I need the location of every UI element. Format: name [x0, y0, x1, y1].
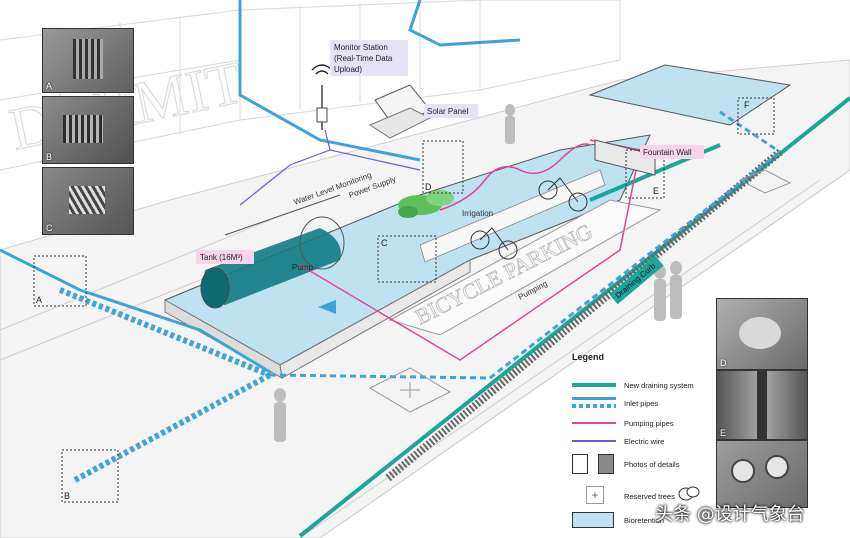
inlet-arrow: [318, 300, 336, 314]
reserved-tree-squares: [368, 169, 792, 413]
marker-label-a: A: [36, 295, 42, 305]
marker-label-f: F: [744, 100, 750, 110]
detail-markers: [33, 97, 775, 503]
irrigation-label: Irrigation: [462, 209, 493, 218]
electric-wire: [239, 129, 421, 206]
svg-text:Monitor Station: Monitor Station: [334, 43, 388, 52]
svg-text:(Real-Time Data: (Real-Time Data: [334, 54, 393, 63]
legend-label-tree: Reserved trees: [624, 491, 675, 501]
marker-box-a: [33, 255, 87, 307]
marker-box-c: [377, 235, 437, 283]
legend-swatch-photos: [572, 454, 616, 474]
photo-label-c: C: [46, 223, 53, 233]
legend-item-draining: New draining system: [572, 378, 694, 392]
pump-label: Pump: [292, 263, 313, 272]
photo-label-d: D: [720, 358, 727, 368]
tank-label: Tank (16M³): [196, 250, 254, 264]
legend-label-inlet: Inlet pipes: [624, 398, 659, 408]
photo-label-a: A: [46, 81, 53, 91]
photo-label-e: E: [720, 428, 727, 438]
bioretention-basin-upper: [588, 64, 792, 126]
marker-box-e: [625, 149, 665, 199]
detail-photo-b: B: [42, 96, 134, 164]
svg-text:Upload): Upload): [334, 65, 362, 74]
detail-photo-d: D: [716, 298, 808, 370]
planting-cluster: [398, 190, 454, 218]
marker-label-c: C: [381, 238, 388, 248]
solar-panel: [368, 84, 432, 139]
monitor-station: [311, 64, 333, 130]
inlet-pipes: [0, 0, 781, 483]
people-silhouettes: [274, 104, 682, 442]
photo-label-b: B: [46, 152, 53, 162]
marker-box-f: [737, 97, 775, 135]
bicycles: [470, 177, 588, 260]
svg-text:Fountain Wall: Fountain Wall: [643, 148, 692, 157]
legend-item-electric: Electric wire: [572, 434, 664, 448]
detail-photo-c: C: [42, 167, 134, 235]
monitor-station-label: Monitor Station (Real-Time Data Upload): [330, 40, 408, 76]
detail-photo-a: A: [42, 28, 134, 93]
legend-item-pumping: Pumping pipes: [572, 416, 674, 430]
draining-curb: [385, 148, 783, 482]
legend-label-bio: Bioretention: [624, 515, 665, 525]
storage-tank: [200, 194, 345, 309]
marker-box-b: [61, 449, 119, 503]
legend-label-draining: New draining system: [624, 380, 694, 390]
legend-label-photos: Photos of details: [624, 459, 680, 469]
legend-item-bio: Bioretention: [572, 512, 664, 528]
marker-label-b: B: [64, 491, 70, 501]
plus-icon: +: [586, 486, 604, 504]
legend-label-pumping: Pumping pipes: [624, 418, 674, 428]
legend-item-tree: + Reserved trees: [572, 486, 675, 506]
marker-box-d: [422, 140, 464, 194]
watermark-icon: [678, 486, 700, 501]
legend-label-electric: Electric wire: [624, 436, 665, 446]
fountain-wall-label: Fountain Wall: [640, 145, 704, 159]
basin-side: [164, 299, 283, 379]
legend-swatch-tree: +: [572, 486, 616, 506]
legend: Legend New draining system Inlet pipes P…: [572, 352, 722, 528]
legend-item-photos: Photos of details: [572, 454, 679, 474]
legend-item-inlet: Inlet pipes: [572, 396, 658, 410]
marker-label-d: D: [425, 182, 432, 192]
detail-photo-f: [716, 440, 808, 508]
legend-swatch-draining: [572, 378, 616, 392]
svg-text:Tank (16M³): Tank (16M³): [200, 253, 243, 262]
legend-title: Legend: [572, 352, 605, 362]
legend-swatch-pumping: [572, 416, 616, 430]
detail-photo-e: E: [716, 370, 808, 440]
solar-panel-label: Solar Panel: [424, 104, 478, 118]
legend-swatch-inlet: [572, 396, 616, 410]
legend-swatch-electric: [572, 434, 616, 448]
marker-label-e: E: [653, 186, 659, 196]
watermark-text: 头条 @设计气象台: [655, 504, 805, 525]
svg-text:Solar Panel: Solar Panel: [427, 107, 469, 116]
bicycle-parking-strip: [388, 199, 662, 336]
legend-swatch-bio: [572, 512, 616, 528]
